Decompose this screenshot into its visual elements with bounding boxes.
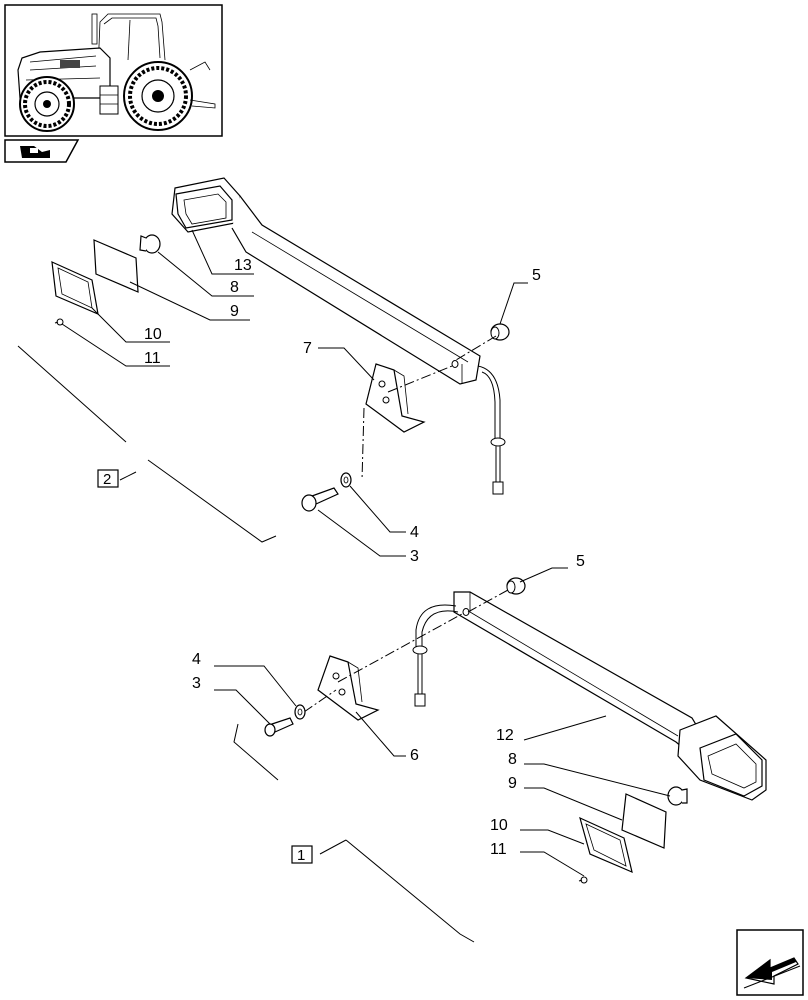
bulb-8-upper: [139, 234, 161, 254]
callout-9-lower: 9: [508, 775, 517, 792]
lamp-bracket-bar-12: [412, 591, 767, 801]
callout-6-lower: 6: [410, 747, 419, 764]
lower-light-assembly: [264, 577, 767, 884]
lens-9-upper: [93, 239, 139, 293]
callout-13-upper: 13: [234, 257, 252, 274]
grommet-5-lower: [506, 577, 526, 595]
gasket-10-upper: [51, 261, 99, 315]
washer-4-upper: [340, 472, 352, 488]
callout-8-lower: 8: [508, 751, 517, 768]
bulb-8-lower: [667, 786, 688, 806]
assembly-ref-2[interactable]: 2: [97, 469, 119, 488]
assembly-ref-1-label: 1: [297, 847, 305, 864]
callout-10-upper: 10: [144, 326, 162, 343]
bolt-3-lower: [264, 717, 294, 737]
grommet-5-upper: [490, 323, 510, 341]
callouts-lower: 5 4 3 6 12 8 9 10 11: [192, 553, 585, 858]
lens-9-lower: [621, 793, 667, 849]
callout-3-lower: 3: [192, 675, 201, 692]
lamp-bracket-bar-13: [171, 177, 506, 495]
callout-7-upper: 7: [303, 340, 312, 357]
leader-lines-lower: [214, 567, 671, 943]
callout-8-upper: 8: [230, 279, 239, 296]
assembly-ref-1[interactable]: 1: [291, 845, 313, 864]
callout-11-lower: 11: [490, 841, 507, 858]
callout-12-lower: 12: [496, 727, 514, 744]
callout-9-upper: 9: [230, 303, 239, 320]
mounting-bracket-7: [365, 363, 426, 433]
next-page-arrow-icon[interactable]: [736, 929, 804, 996]
callout-4-upper: 4: [410, 524, 419, 541]
upper-light-assembly: [51, 177, 510, 512]
leader-lines-upper: [17, 229, 528, 557]
tractor-thumbnail-icon[interactable]: [4, 4, 223, 137]
callout-3-upper: 3: [410, 548, 419, 565]
mounting-bracket-6: [317, 655, 380, 721]
callout-11-upper: 11: [144, 350, 161, 367]
callouts-upper: 13 8 9 10 11 5 7 4 3: [144, 257, 541, 565]
callout-4-lower: 4: [192, 651, 201, 668]
screw-11-lower: [578, 876, 588, 884]
bolt-3-upper: [301, 487, 339, 512]
callout-5-lower: 5: [576, 553, 585, 570]
gasket-10-lower: [579, 816, 633, 874]
assembly-ref-2-label: 2: [103, 471, 111, 488]
washer-4-lower: [294, 704, 306, 720]
callout-10-lower: 10: [490, 817, 508, 834]
section-key-icon[interactable]: [4, 139, 80, 163]
screw-11-upper: [54, 318, 64, 326]
callout-5-upper: 5: [532, 267, 541, 284]
